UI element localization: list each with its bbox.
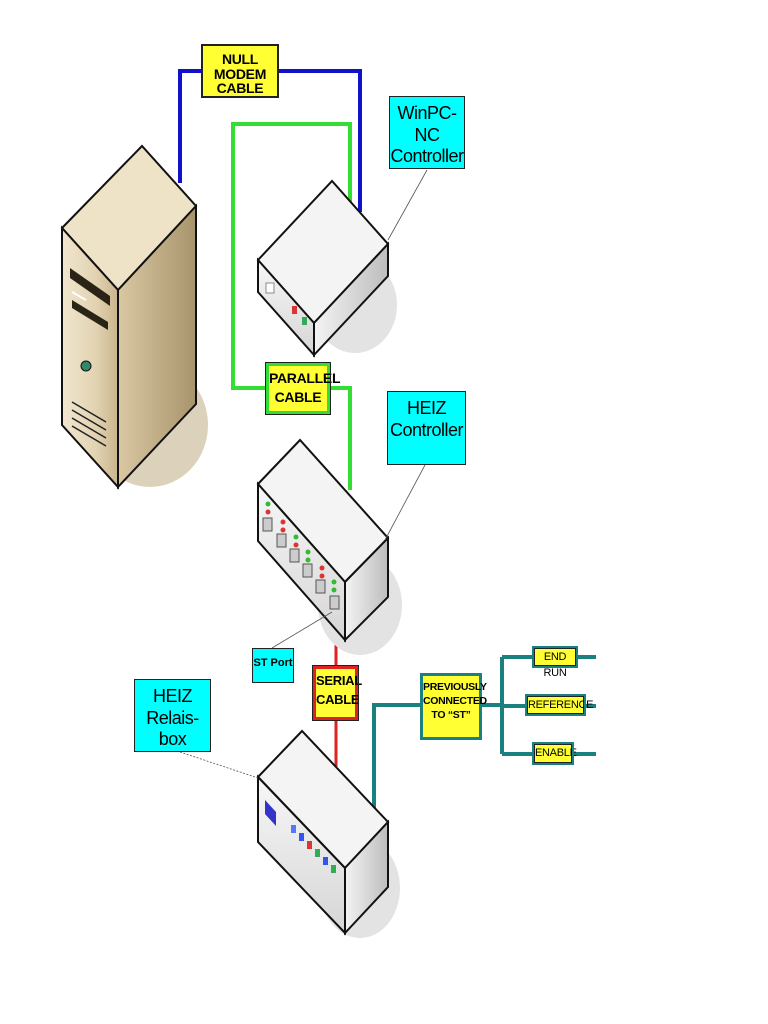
callout-leaders bbox=[179, 169, 428, 779]
serial-cable-label: SERIAL CABLE bbox=[312, 665, 362, 721]
parallel-cable bbox=[231, 122, 352, 490]
heiz-controller-device-icon bbox=[256, 438, 402, 655]
null-modem-cable-label: NULL MODEM CABLE bbox=[201, 44, 279, 98]
null-modem-label-line2: CABLE bbox=[216, 80, 264, 97]
previously-label-line1: PREVIOUSLY bbox=[423, 681, 487, 693]
heiz-relais-box-callout: HEIZ Relais-box bbox=[134, 679, 211, 752]
serial-label-line1: SERIAL bbox=[316, 673, 362, 688]
pc-tower-icon bbox=[60, 144, 208, 490]
serial-label-line2: CABLE bbox=[316, 691, 360, 707]
winpc-nc-controller-callout: WinPC-NC Controller bbox=[389, 96, 465, 169]
null-modem-label-line1: NULL MODEM bbox=[213, 51, 267, 82]
heiz-relais-callout-line1: HEIZ bbox=[152, 686, 193, 706]
winpc-callout-line2: Controller bbox=[390, 146, 464, 167]
previously-label-line2: CONNECTED bbox=[423, 695, 487, 708]
end-run-text: END RUN bbox=[543, 651, 567, 679]
heiz-relais-callout-line2: Relais-box bbox=[146, 707, 199, 750]
reference-signal-label: REFERENCE bbox=[525, 694, 593, 716]
reference-text: REFERENCE bbox=[528, 699, 594, 711]
previously-connected-label: PREVIOUSLY CONNECTED TO “ST” bbox=[420, 673, 487, 740]
parallel-cable-label: PARALLEL CABLE bbox=[265, 362, 341, 415]
st-port-label: ST Port bbox=[253, 657, 293, 669]
end-run-signal-label: END RUN bbox=[532, 646, 578, 679]
heiz-controller-callout-line2: Controller bbox=[389, 419, 464, 440]
heiz-relais-box-device-icon bbox=[256, 729, 400, 938]
winpc-controller-device-icon bbox=[256, 179, 397, 358]
previously-label-line3: TO “ST” bbox=[431, 709, 471, 722]
winpc-callout-line1: WinPC-NC bbox=[397, 103, 458, 145]
parallel-label-line1: PARALLEL bbox=[269, 370, 341, 386]
st-port-callout: ST Port bbox=[252, 648, 294, 683]
enable-signal-label: ENABLE bbox=[532, 742, 577, 765]
enable-text: ENABLE bbox=[535, 747, 577, 759]
parallel-label-line2: CABLE bbox=[274, 388, 322, 405]
heiz-controller-callout: HEIZ Controller bbox=[387, 391, 466, 465]
heiz-controller-callout-line1: HEIZ bbox=[406, 398, 447, 418]
